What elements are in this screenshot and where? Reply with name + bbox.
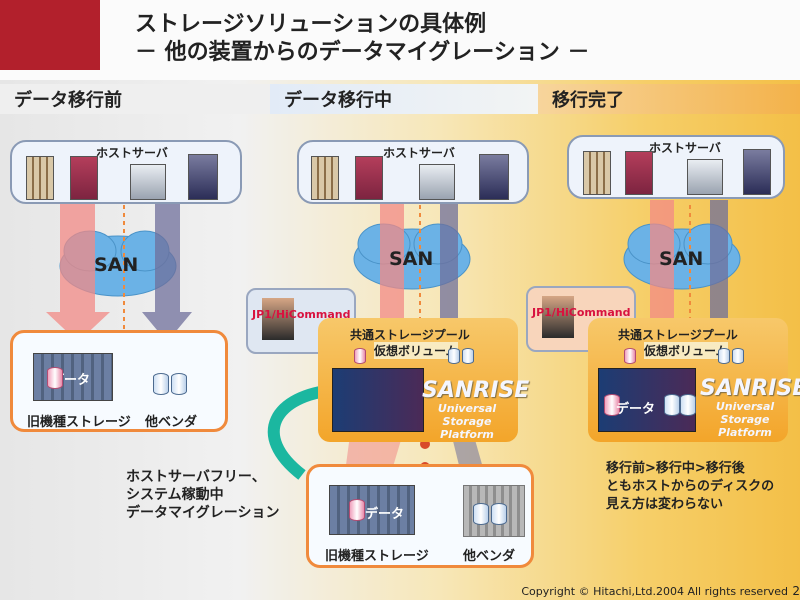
host-server-box-before: ホストサーバ: [10, 140, 242, 204]
host-server-label-during: ホストサーバ: [383, 146, 455, 160]
migration-note-line: データマイグレーション: [126, 505, 280, 521]
server-icon: [188, 154, 218, 200]
phase-after-bar: 移行完了: [538, 84, 800, 114]
phase-during-bar: データ移行中: [270, 84, 538, 114]
page-subtitle: － 他の装置からのデータマイグレーション －: [135, 40, 590, 65]
virtual-volume-label-after: 仮想ボリューム: [644, 342, 728, 359]
arrow-during-gray: [440, 202, 458, 354]
copyright-text: Copyright © Hitachi,Ltd.2004 All rights …: [521, 585, 788, 598]
shared-pool-label-after: 共通ストレージプール: [618, 328, 738, 342]
usp-label-during: Universal Storage Platform: [437, 402, 497, 441]
storage-box-during: データ 旧機種ストレージ 他ベンダ: [306, 464, 534, 568]
data-drum: [349, 499, 365, 521]
san-label-during: SAN: [389, 248, 434, 270]
migration-note-line: システム稼動中: [126, 487, 224, 503]
phase-after-label: 移行完了: [552, 90, 624, 111]
platform-after: 共通ストレージプール 仮想ボリューム データ SANRISE Universal…: [588, 318, 800, 442]
virtual-drum: [448, 348, 460, 364]
header-band: [0, 0, 800, 80]
operator-photo: [262, 298, 294, 340]
virtual-volume-label-during: 仮想ボリューム: [374, 342, 458, 359]
page-number: 2: [792, 584, 800, 598]
server-icon: [70, 156, 98, 200]
old-storage-rack: [33, 353, 113, 401]
migration-curve: [267, 384, 336, 480]
arrow-after-gray: [710, 200, 728, 352]
server-icon: [419, 164, 455, 200]
server-icon: [479, 154, 509, 200]
migration-note: ホストサーバフリー、 システム稼動中 データマイグレーション: [126, 468, 279, 522]
storage-box-before: データ 旧機種ストレージ 他ベンダ: [10, 330, 228, 432]
server-icon: [311, 156, 339, 200]
arrow-after-pink: [650, 200, 674, 352]
disk-drum: [153, 373, 169, 395]
arrow-before-pink: [46, 202, 110, 342]
disk-drum: [664, 394, 680, 416]
host-server-label-before: ホストサーバ: [96, 146, 168, 160]
old-storage-label-during: 旧機種ストレージ: [325, 549, 429, 564]
san-label-after: SAN: [659, 248, 704, 270]
result-note: 移行前>移行中>移行後 ともホストからのディスクの 見え方は変わらない: [606, 460, 774, 514]
server-icon: [687, 159, 723, 195]
storage-array-during: [332, 368, 424, 432]
virtual-drum: [624, 348, 636, 364]
disk-drum: [680, 394, 696, 416]
disk-drum: [491, 503, 507, 525]
server-icon: [355, 156, 383, 200]
page-title: ストレージソリューションの具体例: [135, 12, 487, 37]
virtual-drum: [718, 348, 730, 364]
data-drum: [604, 394, 620, 416]
phase-before-bar: データ移行前: [0, 84, 270, 114]
virtual-drum: [462, 348, 474, 364]
platform-during: 共通ストレージプール 仮想ボリューム SANRISE Universal Sto…: [318, 318, 529, 442]
arrow-before-gray: [142, 202, 192, 342]
server-icon: [583, 151, 611, 195]
result-note-line: 移行前>移行中>移行後: [606, 461, 745, 476]
usp-label-after: Universal Storage Platform: [715, 400, 775, 439]
shared-pool-label-during: 共通ストレージプール: [350, 328, 470, 342]
phase-during-label: データ移行中: [284, 90, 392, 111]
vendor-label-during: 他ベンダ: [463, 549, 516, 564]
sanrise-logo-during: SANRISE: [422, 378, 530, 403]
arrow-during-pink: [380, 202, 404, 354]
data-drum: [47, 367, 63, 389]
server-icon: [26, 156, 54, 200]
result-note-line: ともホストからのディスクの: [606, 479, 775, 494]
host-server-label-after: ホストサーバ: [649, 141, 721, 155]
data-label-after: データ: [616, 402, 656, 417]
host-server-box-after: ホストサーバ: [567, 135, 785, 199]
server-icon: [130, 164, 166, 200]
sanrise-logo-after: SANRISE: [700, 376, 800, 401]
operator-photo: [542, 296, 574, 338]
server-icon: [625, 151, 653, 195]
header-red-block: [0, 0, 100, 70]
old-storage-label-before: 旧機種ストレージ: [27, 415, 131, 430]
result-note-line: 見え方は変わらない: [606, 497, 724, 512]
disk-drum: [171, 373, 187, 395]
virtual-drum: [354, 348, 366, 364]
virtual-drum: [732, 348, 744, 364]
migration-note-line: ホストサーバフリー、: [126, 469, 266, 485]
old-storage-rack: [329, 485, 415, 535]
san-label-before: SAN: [94, 254, 139, 276]
host-server-box-during: ホストサーバ: [297, 140, 529, 204]
phase-before-label: データ移行前: [14, 90, 122, 111]
data-label-during: データ: [365, 507, 405, 522]
disk-drum: [473, 503, 489, 525]
jp1-label-during: JP1/HiCommand: [252, 308, 351, 321]
jp1-label-after: JP1/HiCommand: [532, 306, 631, 319]
vendor-label-before: 他ベンダ: [145, 415, 198, 430]
server-icon: [743, 149, 771, 195]
